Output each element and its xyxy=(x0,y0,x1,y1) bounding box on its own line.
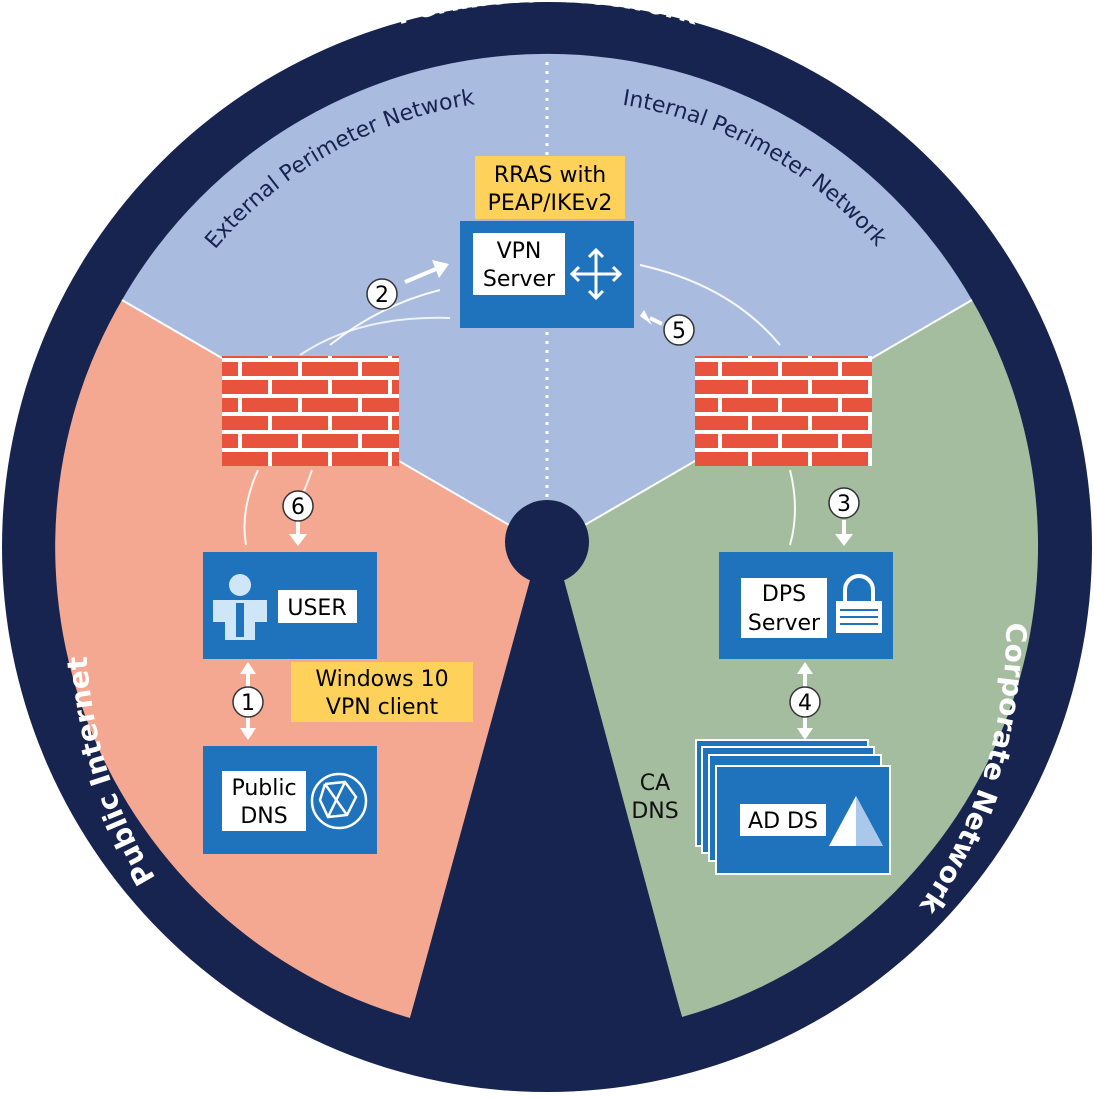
person-icon xyxy=(213,574,267,640)
step-badge-3: 3 xyxy=(828,487,860,519)
public-dns-line1: Public xyxy=(231,776,296,801)
lock-icon xyxy=(836,574,882,633)
connector-arc-left-down xyxy=(243,469,259,546)
ad-ds-box-stack: AD DS xyxy=(695,739,891,875)
dps-server-line1: DPS xyxy=(762,582,806,607)
step-badge-2: 2 xyxy=(366,278,398,310)
firewall-left xyxy=(222,356,399,466)
arrow-step-6 xyxy=(289,520,307,546)
step-badge-5: 5 xyxy=(663,314,695,346)
connector-arc-left xyxy=(299,316,451,356)
public-dns-line2: DNS xyxy=(240,804,287,829)
dns-label: DNS xyxy=(631,799,678,824)
svg-text:3: 3 xyxy=(837,492,851,517)
ad-ds-label: AD DS xyxy=(748,809,818,834)
vpn-server-box: VPN Server xyxy=(460,221,634,328)
move-arrows-icon xyxy=(569,247,623,301)
svg-text:6: 6 xyxy=(291,495,305,520)
rras-note xyxy=(475,156,625,219)
connector-arc-right xyxy=(639,264,781,346)
globe-network-icon xyxy=(310,772,368,830)
arrow-step-5 xyxy=(640,310,663,326)
rras-note-line2: PEAP/IKEv2 xyxy=(488,191,613,216)
arrow-step-2 xyxy=(404,260,449,284)
svg-text:2: 2 xyxy=(375,283,389,308)
center-wedge-tip xyxy=(410,580,682,1018)
svg-text:5: 5 xyxy=(672,319,686,344)
dps-server-box: DPS Server xyxy=(719,552,893,659)
center-hub xyxy=(505,500,589,584)
vpn-client-note-line2: VPN client xyxy=(326,695,439,720)
ca-label: CA xyxy=(640,771,670,796)
connector-arc-right-down xyxy=(789,469,796,546)
vpn-server-line2: Server xyxy=(483,267,556,292)
user-box: USER xyxy=(203,552,377,659)
vpn-client-note xyxy=(291,662,473,722)
connector-arc-left xyxy=(329,289,441,346)
step-badge-1: 1 xyxy=(232,686,264,718)
pyramid-icon xyxy=(829,796,883,846)
public-dns-box: Public DNS xyxy=(203,746,377,854)
dps-server-line2: Server xyxy=(748,611,821,636)
step-badge-4: 4 xyxy=(789,686,821,718)
svg-text:1: 1 xyxy=(241,691,255,716)
arrow-step-3 xyxy=(835,520,853,546)
firewall-right xyxy=(695,356,872,466)
vpn-server-line1: VPN xyxy=(497,239,542,264)
svg-text:4: 4 xyxy=(798,691,812,716)
vpn-client-note-line1: Windows 10 xyxy=(315,667,448,692)
step-badge-6: 6 xyxy=(282,490,314,522)
user-label: USER xyxy=(287,596,346,621)
rras-note-line1: RRAS with xyxy=(494,163,606,188)
